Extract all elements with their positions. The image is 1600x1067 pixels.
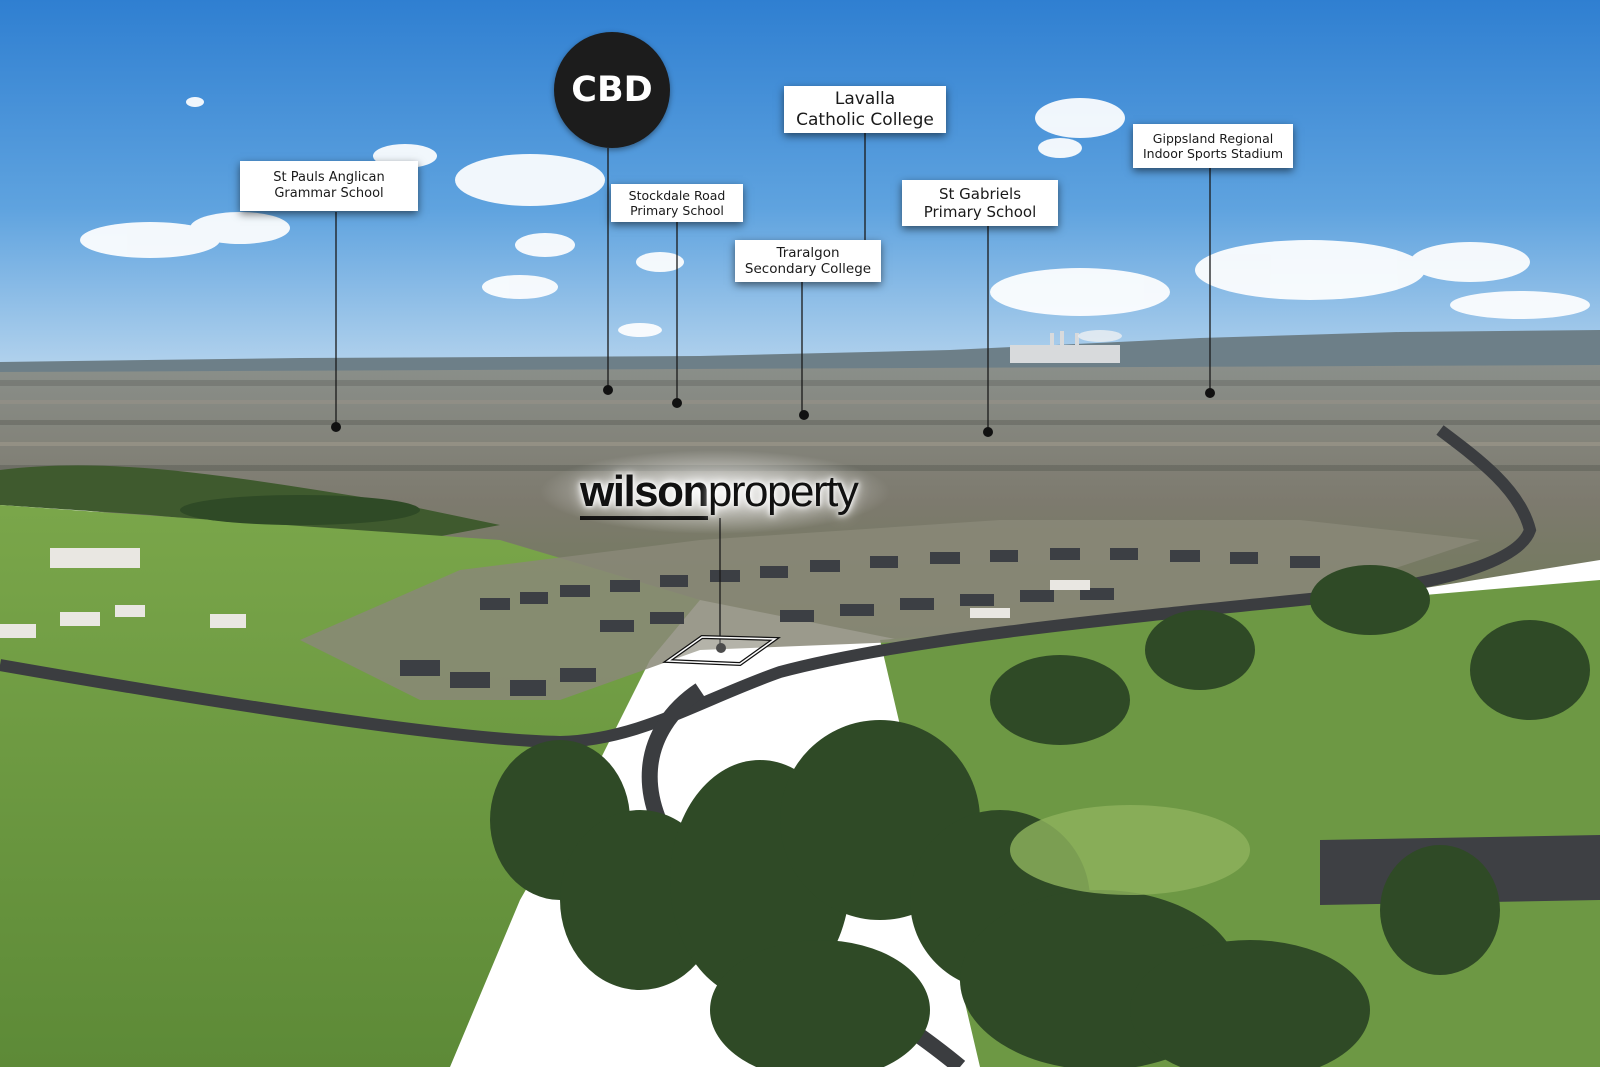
label-line: Secondary College — [744, 261, 872, 277]
label-line: St Pauls Anglican — [273, 170, 385, 186]
label-line: St Gabriels — [938, 185, 1022, 203]
label-line: Traralgon — [776, 244, 840, 261]
label-line: Primary School — [923, 203, 1037, 221]
label-line: Gippsland Regional — [1152, 131, 1274, 146]
label-line: Stockdale Road — [628, 188, 726, 203]
logo-wordmark-regular: property — [707, 467, 859, 516]
power-station — [1010, 330, 1122, 363]
landmark-label-gippsland: Gippsland Regional Indoor Sports Stadium — [1133, 124, 1293, 168]
label-line: Catholic College — [796, 109, 934, 130]
wilson-property-logo: wilsonproperty — [580, 467, 859, 530]
landmark-label-stockdale: Stockdale Road Primary School — [611, 184, 743, 222]
landmark-label-traralgon: Traralgon Secondary College — [735, 240, 881, 282]
landmark-label-lavalla: Lavalla Catholic College — [784, 86, 946, 133]
housing-estate — [0, 520, 1480, 700]
label-line: Primary School — [630, 203, 724, 218]
landmark-label-st-pauls: St Pauls Anglican Grammar School — [240, 161, 418, 211]
label-line: Lavalla — [834, 89, 896, 110]
leader-lines — [335, 133, 1211, 648]
label-line: Indoor Sports Stadium — [1143, 146, 1283, 161]
label-line: Grammar School — [274, 186, 384, 201]
main-road — [0, 425, 1537, 749]
cbd-marker: CBD — [554, 32, 670, 148]
clouds — [80, 97, 1590, 337]
logo-wordmark-bold: wilson — [580, 467, 709, 520]
landmark-label-st-gabriels: St Gabriels Primary School — [902, 180, 1058, 226]
sportsground — [1010, 805, 1250, 895]
location-pins — [331, 385, 1215, 653]
